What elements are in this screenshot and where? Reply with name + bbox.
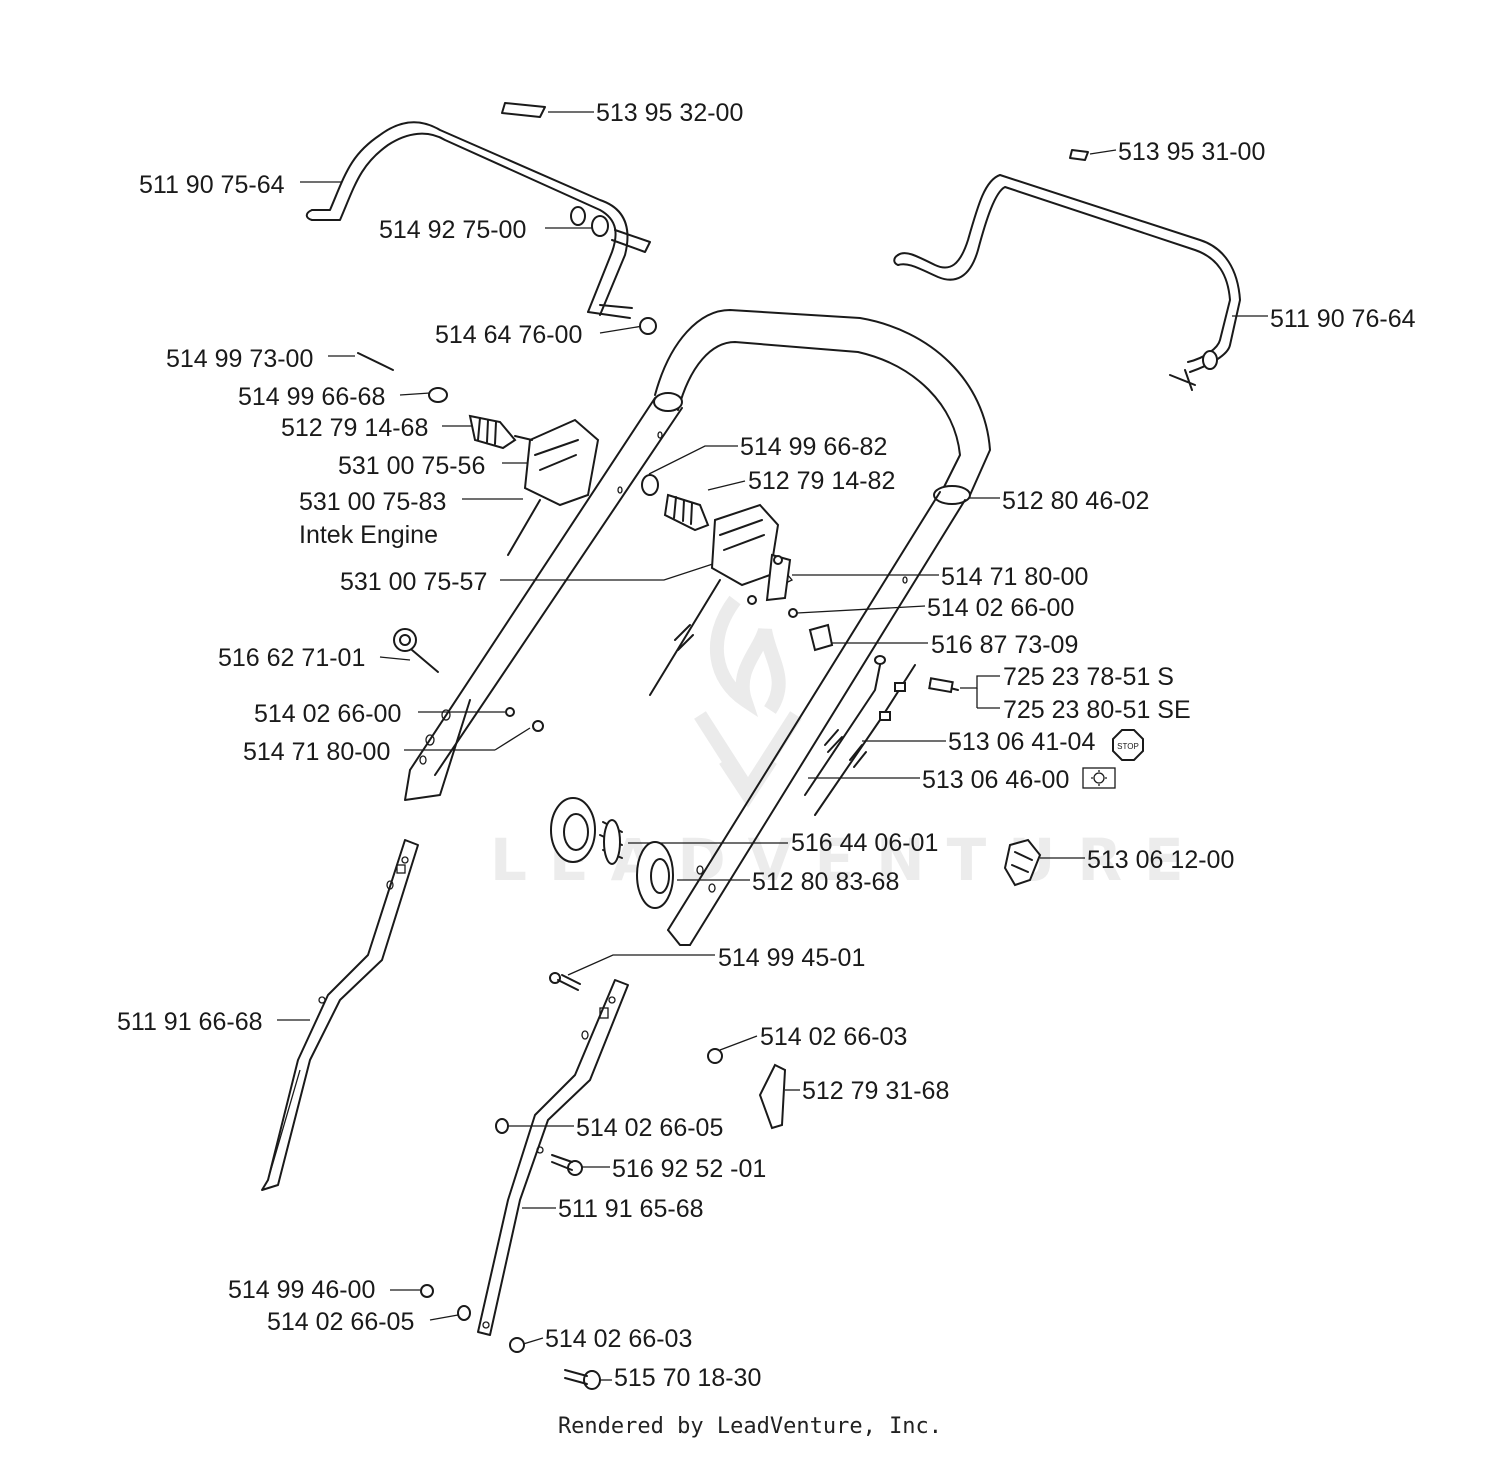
part-label: 514 99 66-82 <box>740 433 888 461</box>
washer-lower-icon <box>457 1305 471 1321</box>
decal-left-icon <box>501 102 546 118</box>
part-label: 514 71 80-00 <box>243 738 391 766</box>
part-label: 513 06 46-00 <box>922 766 1070 794</box>
washer-left-icon <box>505 707 515 717</box>
knob-assembly <box>550 797 674 909</box>
part-label: 531 00 75-56 <box>338 452 486 480</box>
part-label: 512 79 14-68 <box>281 414 429 442</box>
main-handle-upper <box>404 309 991 946</box>
engine-start-icon <box>1082 767 1116 789</box>
part-label: 514 99 46-00 <box>228 1276 376 1304</box>
bushing-pair-icon <box>570 206 609 237</box>
throttle-control-left <box>357 352 600 556</box>
part-label: 512 80 83-68 <box>752 868 900 896</box>
part-label: 514 71 80-00 <box>941 563 1089 591</box>
part-label: 514 02 66-03 <box>545 1325 693 1353</box>
eyebolt-icon <box>393 628 439 673</box>
part-label: 514 99 73-00 <box>166 345 314 373</box>
cap-icon <box>639 317 657 335</box>
part-label: 512 79 14-82 <box>748 467 896 495</box>
part-label: 514 99 45-01 <box>718 944 866 972</box>
clip-icon <box>808 623 834 652</box>
throttle-control-right <box>641 474 792 696</box>
footer-credit: Rendered by LeadVenture, Inc. <box>557 1414 943 1439</box>
watermark-logo-icon <box>694 595 802 808</box>
part-label: 516 62 71-01 <box>218 644 366 672</box>
part-label: 513 06 12-00 <box>1087 846 1235 874</box>
part-label: 512 79 31-68 <box>802 1077 950 1105</box>
washer-lower-right-icon <box>509 1337 525 1353</box>
part-label: 514 02 66-00 <box>254 700 402 728</box>
upper-bail-left <box>305 121 651 319</box>
part-label: 531 00 75-83 <box>299 488 447 516</box>
part-label: 511 90 76-64 <box>1270 305 1416 333</box>
bracket-icon <box>758 1063 787 1130</box>
lower-handle-left <box>261 839 419 1191</box>
upper-bail-right <box>893 174 1241 391</box>
svg-text:STOP: STOP <box>1117 742 1139 751</box>
part-label: 511 91 66-68 <box>117 1008 263 1036</box>
stop-icon: STOP <box>1112 729 1144 761</box>
part-label: 514 64 76-00 <box>435 321 583 349</box>
decal-right-icon <box>1069 149 1089 161</box>
part-label: 725 23 80-51 SE <box>1003 696 1191 724</box>
part-label: 516 87 73-09 <box>931 631 1079 659</box>
part-label: 511 90 75-64 <box>139 171 285 199</box>
part-label: 514 92 75-00 <box>379 216 527 244</box>
part-label: 515 70 18-30 <box>614 1364 762 1392</box>
part-label: 514 02 66-00 <box>927 594 1075 622</box>
part-label: 513 06 41-04 <box>948 728 1096 756</box>
note-label: Intek Engine <box>299 521 438 549</box>
washer-03-icon <box>707 1048 723 1064</box>
part-label: 513 95 32-00 <box>596 99 744 127</box>
washer-05-icon <box>495 1118 509 1134</box>
part-label: 514 99 66-68 <box>238 383 386 411</box>
bolt-icon <box>551 1154 583 1176</box>
nut-icon <box>420 1284 434 1298</box>
part-label: 513 95 31-00 <box>1118 138 1266 166</box>
cables <box>804 655 959 816</box>
part-label: 511 91 65-68 <box>558 1195 704 1223</box>
part-label: 514 02 66-05 <box>267 1308 415 1336</box>
part-label: 725 23 78-51 S <box>1003 663 1174 691</box>
part-label: 531 00 75-57 <box>340 568 488 596</box>
lower-handle-right <box>477 979 629 1336</box>
part-label: 516 44 06-01 <box>791 829 939 857</box>
shoulder-bolt-icon <box>564 1369 601 1390</box>
washer-icon <box>788 608 798 618</box>
part-label: 516 92 52 -01 <box>612 1155 767 1183</box>
cable-clip-icon <box>1003 838 1042 887</box>
screw-icon <box>549 972 581 991</box>
part-label: 514 02 66-03 <box>760 1023 908 1051</box>
part-label: 512 80 46-02 <box>1002 487 1150 515</box>
part-label: 514 02 66-05 <box>576 1114 724 1142</box>
nut-left-icon <box>532 720 544 732</box>
